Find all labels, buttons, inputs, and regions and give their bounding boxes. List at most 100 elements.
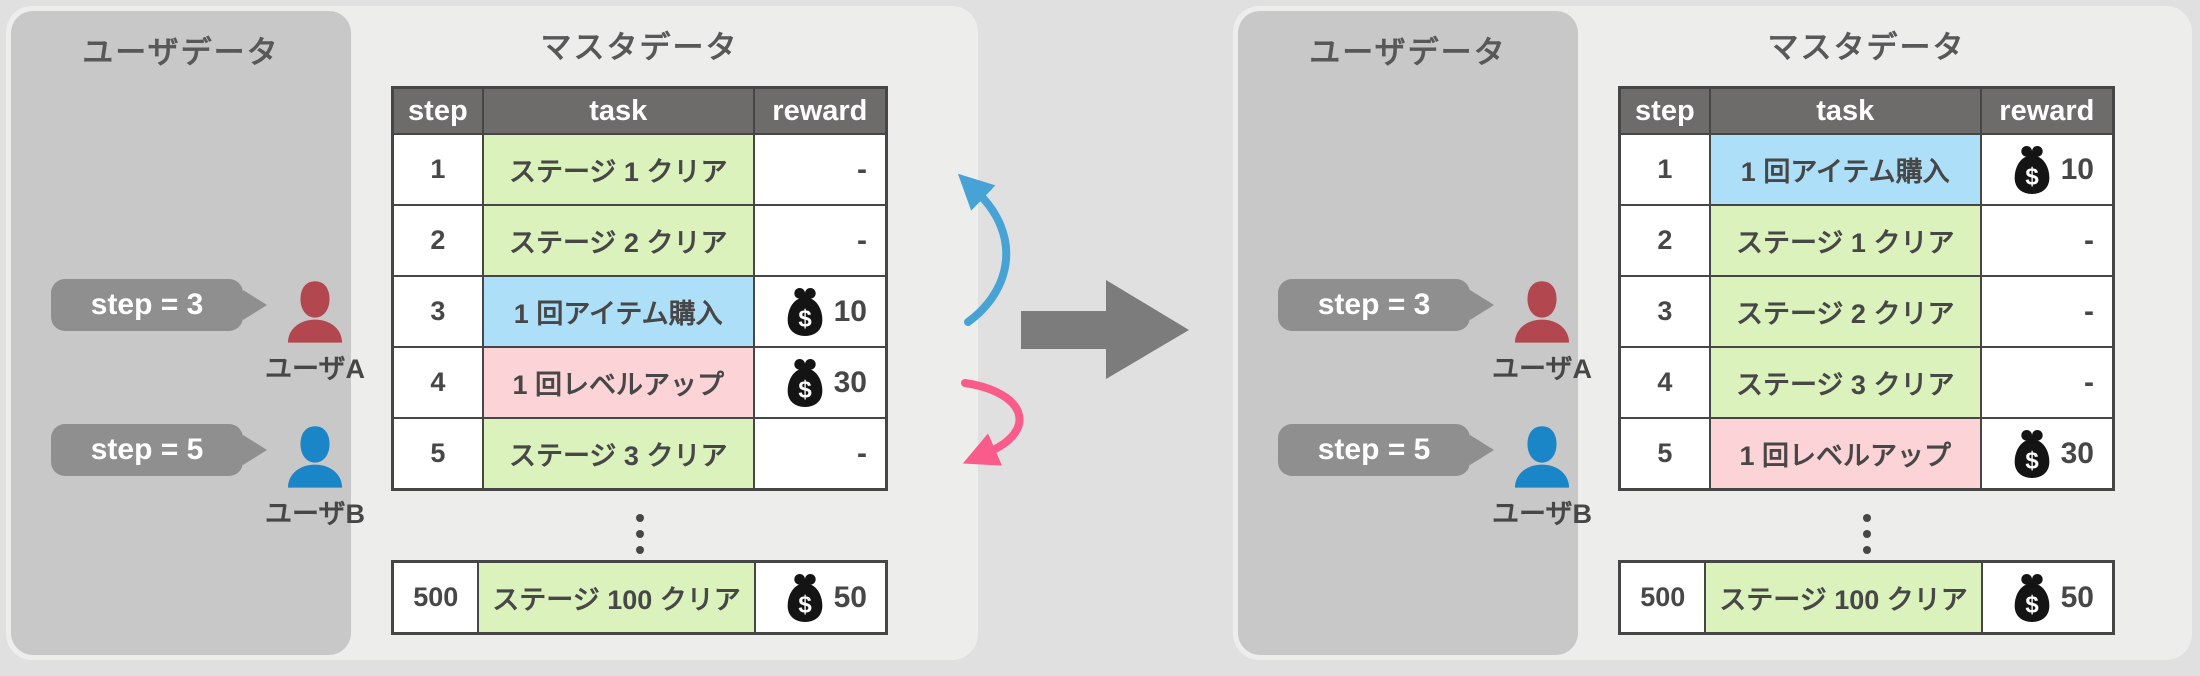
money-bag-icon: $ [787,358,822,407]
reward-cell: $ 10 [752,275,888,348]
header-row: step task reward [1618,86,2115,135]
user-a-label: ユーザA [265,354,365,384]
task-cell: ステージ 1 クリア [1708,204,1982,277]
step-cell: 2 [391,204,484,277]
step-bubble-user-b: step = 5 [1278,424,1470,476]
user-a-person-icon [1509,279,1575,343]
reward-cell: $ 10 [1979,133,2115,206]
before-after-arrow [1021,280,1189,379]
step-cell: 1 [1618,133,1711,206]
reward-value: 10 [2060,152,2094,186]
master-panel-title: マスタデータ [1767,30,1966,65]
step-cell: 500 [391,560,480,635]
user-b-person-icon [1509,424,1575,488]
svg-text:$: $ [2025,591,2039,618]
reward-value: 50 [833,580,867,614]
reward-cell: - [752,133,888,206]
step-cell: 5 [391,417,484,491]
no-reward-dash: - [2084,223,2094,257]
reward-cell: $ 30 [1979,417,2115,491]
reward-cell: $ 50 [753,560,888,635]
money-bag-icon: $ [2014,429,2049,478]
svg-text:$: $ [798,376,812,403]
task-cell: ステージ 1 クリア [481,133,755,206]
reward-value: 30 [2060,436,2094,470]
reward-cell: - [1979,275,2115,348]
step-cell: 3 [1618,275,1711,348]
user-a-person-icon [282,279,348,343]
no-reward-dash: - [2084,294,2094,328]
task-cell: ステージ 2 クリア [481,204,755,277]
reward-cell: - [752,417,888,491]
user-a-label: ユーザA [1492,354,1592,384]
reward-cell: - [1979,204,2115,277]
task-cell: ステージ 3 クリア [481,417,755,491]
step-cell: 4 [391,346,484,419]
step-cell: 2 [1618,204,1711,277]
column-header-step: step [391,86,484,135]
step-cell: 4 [1618,346,1711,419]
step-cell: 5 [1618,417,1711,491]
step-bubble-user-b: step = 5 [51,424,243,476]
table-continuation-dots [635,514,644,554]
task-cell: 1 回レベルアップ [481,346,755,419]
task-cell: 1 回アイテム購入 [1708,133,1982,206]
bubble-text: step = 3 [1317,288,1431,321]
reward-cell: - [752,204,888,277]
reward-value: 50 [2060,580,2094,614]
reward-cell: $ 30 [752,346,888,419]
user-b-row: step = 5 ユーザB [51,424,365,531]
svg-text:$: $ [798,591,812,618]
reward-cell: - [1979,346,2115,419]
user-b-row: step = 5 ユーザB [1278,424,1592,531]
bubble-text: step = 5 [90,433,204,466]
column-header-task: task [1708,86,1982,135]
column-header-reward: reward [752,86,888,135]
money-bag-icon: $ [2014,573,2049,622]
reward-value: 30 [833,365,867,399]
before-state-group: ユーザデータ step = 3 ユーザA step = 5 ユーザB マスタ [6,6,978,660]
reward-cell: $ 50 [1980,560,2115,635]
bubble-text: step = 5 [1317,433,1431,466]
table-continuation-dots [1862,514,1871,554]
user-data-panel: ユーザデータ step = 3 ユーザA step = 5 ユーザB [11,11,365,655]
task-cell: ステージ 3 クリア [1708,346,1982,419]
step-cell: 1 [391,133,484,206]
step-bubble-user-a: step = 3 [1278,279,1470,331]
user-b-person-icon [282,424,348,488]
user-b-label: ユーザB [1492,499,1592,529]
reward-value: 10 [833,294,867,328]
svg-text:$: $ [798,305,812,332]
user-panel-title: ユーザデータ [82,35,280,70]
svg-text:$: $ [2025,163,2039,190]
task-cell: ステージ 100 クリア [477,560,756,635]
no-reward-dash: - [857,436,867,470]
user-a-row: step = 3 ユーザA [51,279,365,386]
after-state-group: ユーザデータ step = 3 ユーザA step = 5 ユーザB マスタ [1233,6,2192,660]
step-cell: 3 [391,275,484,348]
step-cell: 500 [1618,560,1707,635]
master-panel-title: マスタデータ [540,30,739,65]
task-cell: 1 回アイテム購入 [481,275,755,348]
step-bubble-user-a: step = 3 [51,279,243,331]
no-reward-dash: - [2084,365,2094,399]
task-cell: 1 回レベルアップ [1708,417,1982,491]
user-b-label: ユーザB [265,499,365,529]
user-data-panel: ユーザデータ step = 3 ユーザA step = 5 ユーザB [1238,11,1592,655]
task-cell: ステージ 100 クリア [1704,560,1983,635]
